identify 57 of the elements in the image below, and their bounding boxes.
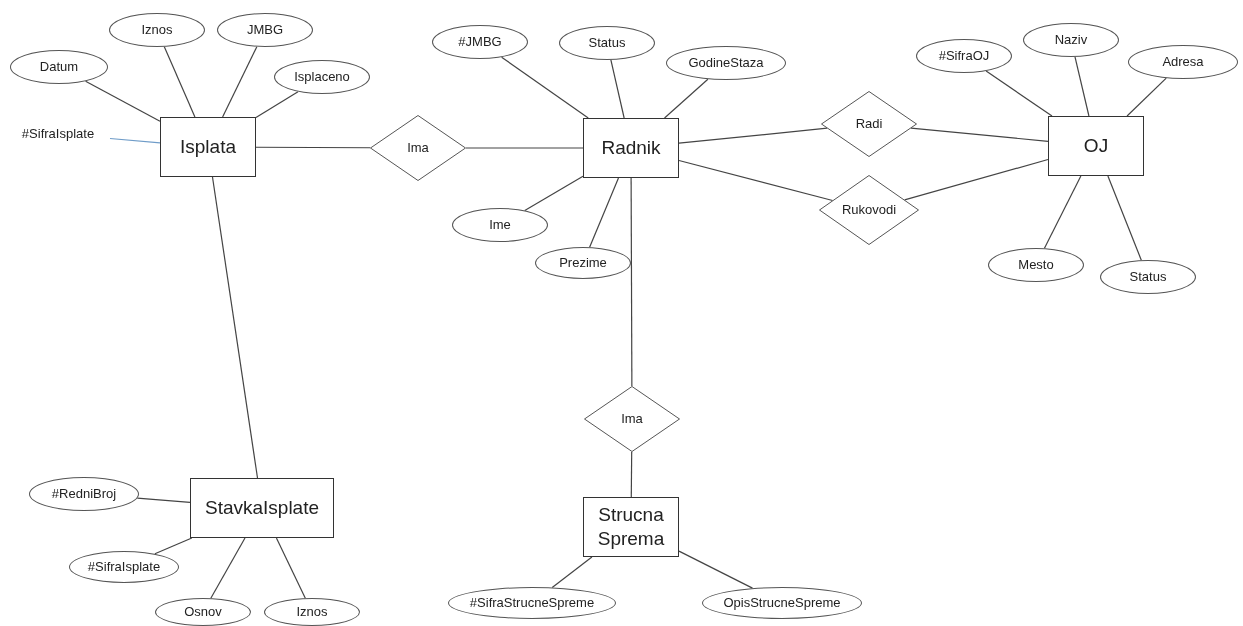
connector-line [255,91,299,119]
entity-box: Isplata [160,117,256,177]
entity-box: StavkaIsplate [190,478,334,538]
attribute-ellipse: #SifraOJ [916,39,1012,73]
attribute-ellipse: Ime [452,208,548,242]
attribute-ellipse: Status [1100,260,1196,294]
attribute-ellipse: Iznos [264,598,360,626]
connector-line [85,80,161,122]
attribute-ellipse: GodineStaza [666,46,786,80]
relationship-diamond: Ima [584,386,680,452]
attribute-text: #SifraIsplate [6,124,110,144]
connector-line [678,159,834,202]
connector-line [255,146,371,149]
connector-line [163,46,196,118]
attribute-ellipse: Iznos [109,13,205,47]
connector-line [630,451,633,498]
connector-line [1126,77,1167,117]
connector-line [610,59,625,119]
attribute-ellipse: Adresa [1128,45,1238,79]
entity-box: OJ [1048,116,1144,176]
entity-box: Strucna Sprema [583,497,679,557]
attribute-ellipse: #RedniBroj [29,477,139,511]
attribute-ellipse: OpisStrucneSpreme [702,587,862,619]
attribute-ellipse: Isplaceno [274,60,370,94]
attribute-ellipse: #JMBG [432,25,528,59]
attribute-ellipse: #SifraIsplate [69,551,179,583]
connector-line [211,176,259,479]
relationship-diamond: Rukovodi [819,175,919,245]
attribute-ellipse: Prezime [535,247,631,279]
attribute-ellipse: Mesto [988,248,1084,282]
connector-line [904,158,1049,201]
connector-line [551,556,593,589]
attribute-ellipse: Datum [10,50,108,84]
connector-line [1107,175,1142,261]
connector-line [136,497,191,503]
connector-line [465,147,584,149]
connector-line [1043,175,1082,249]
connector-line [210,537,246,599]
connector-line [275,537,306,599]
connector-line [154,537,193,555]
connector-line [678,127,828,144]
relationship-diamond: Ima [370,115,466,181]
connector-line [630,177,633,387]
attribute-ellipse: Osnov [155,598,251,626]
connector-line [910,127,1049,142]
connector-line [222,46,258,118]
connector-line [589,177,620,248]
attribute-ellipse: #SifraStrucneSpreme [448,587,616,619]
connector-line [663,78,709,119]
attribute-ellipse: Status [559,26,655,60]
connector-line [109,137,161,144]
connector-line [524,175,584,212]
relationship-diamond: Radi [821,91,917,157]
attribute-ellipse: Naziv [1023,23,1119,57]
attribute-ellipse: JMBG [217,13,313,47]
entity-box: Radnik [583,118,679,178]
connector-line [1074,56,1090,117]
